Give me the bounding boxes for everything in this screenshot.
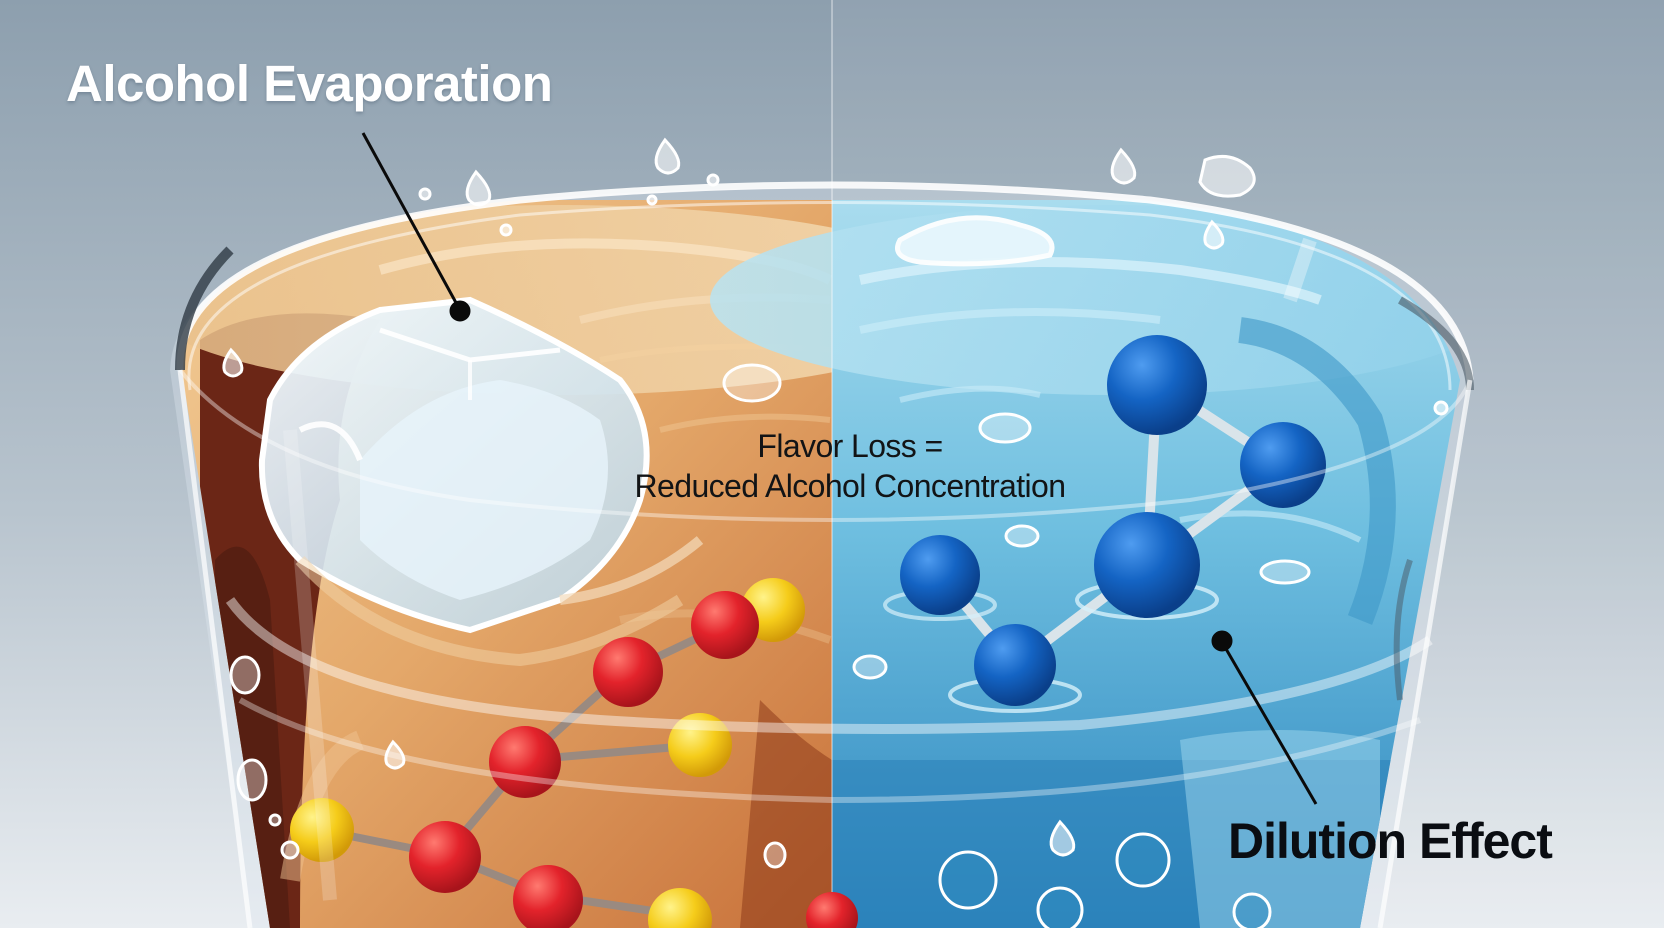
- dilution-callout-line: [1220, 641, 1318, 805]
- alcohol-molecule: [290, 578, 858, 928]
- reduced-concentration-line: Reduced Alcohol Concentration: [634, 468, 1067, 504]
- water-molecule: [883, 335, 1326, 713]
- evaporation-callout-dot: [449, 300, 471, 322]
- dilution-effect-label: Dilution Effect: [1228, 813, 1553, 869]
- glass-rim: [175, 181, 1474, 928]
- bubbles: [229, 363, 1311, 928]
- ice-cube: [258, 296, 704, 667]
- callout-lines: [361, 132, 1318, 805]
- evaporation-callout-line: [361, 132, 462, 311]
- droplets: [222, 137, 1449, 857]
- dilution-callout-dot: [1211, 630, 1233, 652]
- flavor-loss-caption: Flavor Loss = Reduced Alcohol Concentrat…: [590, 426, 1110, 506]
- alcohol-evaporation-label: Alcohol Evaporation: [66, 55, 553, 112]
- flavor-loss-line: Flavor Loss =: [757, 428, 943, 464]
